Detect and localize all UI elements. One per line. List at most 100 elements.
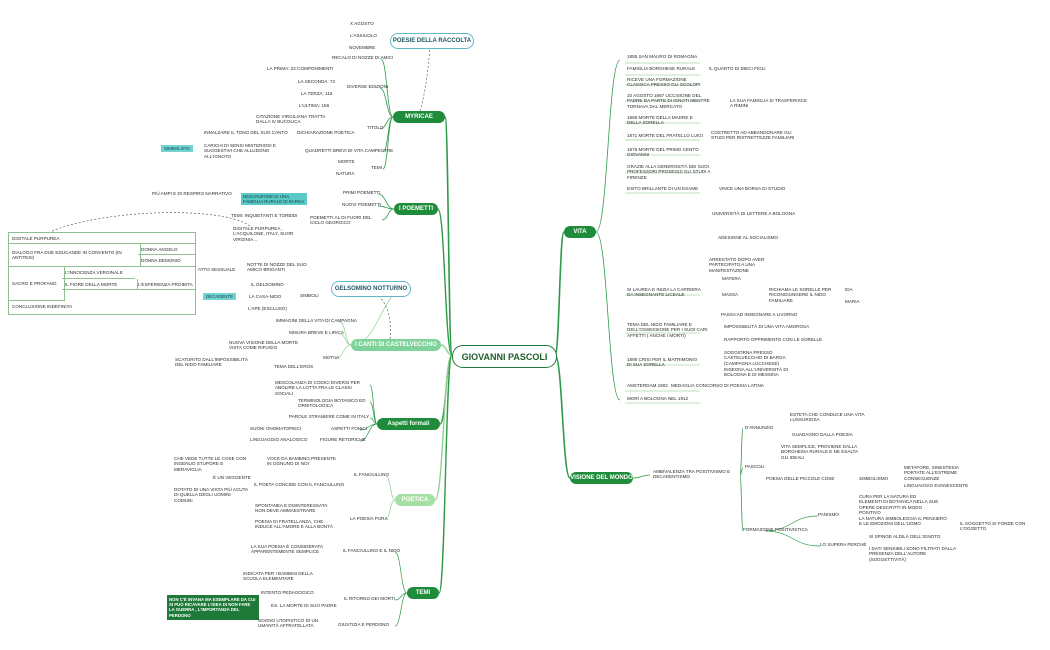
dashed-link	[419, 46, 431, 112]
simbolo-gelsomino: IL GELSOMINO	[251, 282, 284, 287]
mescolanza-codici: MESCOLANZA DI CODICI DIVERSI PER ABOLIRE…	[275, 380, 360, 396]
veggente: È UN VEGGENTE	[213, 475, 251, 480]
esemplare-badge: NON C'È INVANA MA ESEMPLARE DA CUI SI PU…	[167, 595, 259, 620]
visione-metafore: METAFORE, SINESTESIA PORTATE ALL'ESTREME…	[904, 465, 959, 481]
edizione-prima: LA PRIMA: 22 COMPONIMENTI	[267, 66, 334, 71]
dashed-link	[49, 212, 251, 233]
visione-piccole-cose: POESIA DELLE PICCOLE COSE	[766, 476, 835, 481]
table-title: DIGITALE PURPUREA	[9, 233, 195, 244]
connector	[384, 499, 396, 521]
connector	[339, 333, 352, 346]
visione-simboleggia: LA NATURA SIMBOLEGGIA IL PENSIERO E LE E…	[859, 516, 947, 527]
vita-socialismo: ADESIONE AL SOCIALISMO	[718, 235, 779, 240]
connector	[359, 423, 378, 442]
che-vede: CHE VEDE TUTTE LE COSE CON INGENUO STUPO…	[174, 456, 247, 472]
connector	[369, 384, 378, 425]
branch-aspetti-formali[interactable]: Aspetti formali	[377, 418, 440, 430]
connector	[369, 401, 378, 425]
vita-esito: ESITO BRILLANTE DI UN ESAME	[627, 186, 699, 191]
central-topic[interactable]: GIOVANNI PASCOLI	[452, 345, 557, 368]
quadretti-brevi: QUADRETTI BREVI DI VITA CAMPESTRE	[305, 148, 394, 153]
digitale-purpurea-table: DIGITALE PURPUREA DIALOGO FRA DUE EDUCAN…	[8, 232, 196, 315]
vita-formazione: RICEVE UNA FORMAZIONE CLASSICA PRESSO GL…	[627, 77, 701, 88]
branch-myricae[interactable]: MYRICAE	[393, 111, 445, 123]
connector	[554, 231, 565, 356]
visione-ambivalenza: AMBIVALENZA TRA POSITIVISMO E DECADENTIS…	[653, 469, 731, 480]
carichi-sensi: CARICHI DI SENSI MISTERIOSI E SUGGESTIVI…	[204, 143, 276, 159]
al-di-fuori-ciclo: POEMETTI AL DI FUORI DEL CICLO GEORGICO	[310, 215, 372, 226]
spontanea: SPONTANEA E DISINTERESSATA: NON DEVE AMM…	[255, 503, 329, 514]
vita-soggiorna: SOGGIORNA PRESSO CASTELVECCHIO DI BARGA …	[724, 350, 786, 366]
connector	[382, 116, 394, 170]
table-fiore-morte: IL FIORE DELLA MORTE	[62, 279, 138, 290]
visione-panismo: PANISMO	[818, 512, 839, 517]
connector	[595, 59, 621, 233]
digitale-list: DIGITALE PURPUREA , L'ACQUILONE, ITALY, …	[233, 226, 294, 242]
nuovi-poemetti: NUOVI POEMETTI	[342, 202, 382, 207]
branch-canti-castelvecchio[interactable]: I CANTI DI CASTELVECCHIO	[351, 339, 441, 351]
branch-poemetti[interactable]: I POEMETTI	[394, 203, 438, 215]
visione-formazione: FORMAZIONE POSITIVISTICA	[743, 527, 808, 532]
gelsomino-notturno-node[interactable]: GELSOMINO NOTTURNO	[331, 281, 411, 297]
tema-eros: TEMA DELL'EROS	[274, 364, 314, 369]
parole-straniere: PAROLE STRANIERE COME IN ITALY	[289, 414, 370, 419]
edizione-seconda: LA SECONDA: 72	[298, 79, 336, 84]
visione-cura-natura: CURA PER LA NATURA ED ELEMENTI DI BOTANI…	[859, 494, 939, 516]
regalo-nozze: RECALO DI NOZZE DI AMICI	[332, 55, 394, 60]
vita-maria: MARIA	[845, 299, 860, 304]
poesia-assiuolo: L'ASSIUOLO	[350, 33, 377, 38]
innalzare-tono: INNALZARE IL TONO DEL SUO CANTO	[204, 130, 288, 135]
visione-evanescente: LINGUAGGIO EVANESCENTE	[904, 483, 969, 488]
vita-morte-madre: 1868 MORTE DELLA MADRE E DELLA SORELLA	[627, 115, 693, 126]
vita-morte-fratello: 1871 MORTE DEL FRATELLO LUIGI	[627, 133, 703, 138]
connector	[394, 592, 408, 627]
branch-temi[interactable]: TEMI	[407, 587, 439, 599]
terminologia: TERMINOLOGIA BOTANICO ED ORNITOLOGICA	[298, 398, 366, 409]
connector	[739, 474, 744, 532]
branch-poetica[interactable]: POETICA	[395, 494, 435, 506]
ritorno-morti: IL RITORNO DEI MORTI	[344, 596, 395, 601]
connector	[632, 474, 651, 479]
motivi: MOTIVI	[323, 355, 339, 360]
connector	[394, 551, 408, 594]
vita-universita: UNIVERSITÀ DI LETTERE A BOLOGNA	[712, 211, 796, 216]
visione-dati-sensibili: I DATI SENSIBILI SONO FILTRATI DALLA PRE…	[869, 546, 956, 562]
table-donna-demonio: DONNA DEMONIO	[138, 255, 195, 267]
dashed-link	[377, 294, 391, 340]
citazione-virgiliana: CITAZIONE VIRGILIANA TRATTA DALLA IV BUC…	[256, 114, 326, 125]
scaturito-nido: SCATURITO DALL'IMPOSSIBILITÀ DEL NIDO FA…	[175, 357, 248, 368]
poesie-raccolta-node[interactable]: POESIE DELLA RACCOLTA	[390, 33, 474, 49]
myricae-temi: TEMI	[371, 165, 382, 170]
connector	[437, 208, 453, 356]
vita-medaglia: MEDAGLIA CONCORSO DI POESIA LATINA	[671, 383, 764, 388]
visione-guadagno: GUADAGNO DALLA POESIA	[792, 432, 853, 437]
tema-natura: NATURA	[336, 171, 355, 176]
connector	[339, 321, 352, 346]
vita-rapporto: RAPPORTO OPPRIMENTE CON LE SORELLE	[724, 337, 823, 342]
fanciullino-nido: IL FANCIULLINO E IL NIDO	[343, 548, 401, 553]
vita-grazie-professori: GRAZIE ALLA GENEROSITÀ DEI SUOI PROFESSO…	[627, 164, 711, 180]
branch-vita[interactable]: VITA	[564, 226, 596, 238]
visione-spinge: SI SPINGE ALDILÀ DELL'IGNOTO	[869, 534, 941, 539]
simboli: SIMBOLI	[300, 293, 319, 298]
connector	[334, 344, 352, 360]
morte-padre: ES. LA MORTE DI SUO PADRE	[271, 603, 337, 608]
table-dialogo: DIALOGO FRA DUE EDUCANDE IN CONVENTO (IN…	[9, 244, 141, 267]
vita-famiglia: FAMIGLIA BORGHESE RURALE	[627, 66, 696, 71]
voce-bambino: VOCE DA BAMBINO PRESENTE IN OGNUNO DI NO…	[267, 456, 336, 467]
poesia-pura: LA POESIA PURA	[350, 516, 388, 521]
atto-sessuale: ATTO SESSUALE	[198, 267, 236, 272]
tema-morte: MORTE	[338, 159, 355, 164]
piu-ampi-narrativo: PIÙ AMPI E DI RESPIRO NARRATIVO	[152, 191, 232, 196]
connector	[379, 116, 394, 130]
vita-uccisione-padre: 10 AGOSTO 1867 UCCISIONE DEL PADRE DA PA…	[627, 93, 710, 109]
visione-pascoli: PASCOLI	[745, 464, 765, 469]
famiglia-rurale-badge: DESCRIZIONE DI UNA FAMIGLIA RURALE DI BA…	[241, 193, 307, 205]
vita-massa: MASSA	[722, 292, 739, 297]
dichiarazione-poetica: DICHIARAZIONE POETICA	[297, 130, 355, 135]
immagini-campagna: IMMAGINI DELLA VITA DI CAMPAGNA	[276, 318, 358, 323]
poesia-novembre: NOVEMBRE	[349, 45, 376, 50]
branch-visione-del-mondo[interactable]: VISIONE DEL MONDO	[570, 472, 633, 484]
connector	[438, 354, 453, 594]
vita-morte: MORÌ A BOLOGNA NEL 1912	[627, 396, 689, 401]
